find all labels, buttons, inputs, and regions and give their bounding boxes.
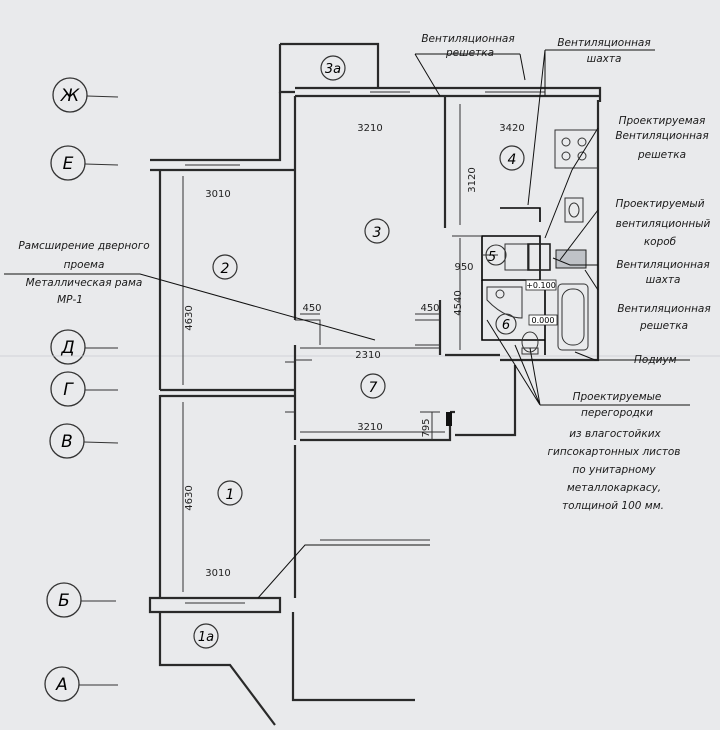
- note-vent-grille-top-line1: Вентиляционная: [421, 33, 514, 45]
- note-vent-shaft-right: Вентиляционная шахта: [616, 259, 709, 286]
- axis-marker-a: А: [44, 666, 118, 702]
- note-proj-box-line2: вентиляционный: [616, 218, 711, 230]
- note-vent-grille-right: Вентиляционная решетка: [617, 303, 710, 332]
- note-vent-grille-right-line2: решетка: [639, 320, 688, 332]
- room-marker-3: 3: [364, 218, 390, 244]
- axis-marker-e: Е: [50, 145, 119, 181]
- axis-label-g: Г: [63, 380, 74, 400]
- note-vent-shaft-top-line2: шахта: [587, 53, 622, 65]
- room-label-2: 2: [221, 261, 230, 277]
- room-marker-4: 4: [499, 145, 525, 171]
- room-label-1a: 1а: [198, 630, 214, 645]
- note-door-line3: Металлическая рама: [26, 277, 143, 289]
- note-door-line4: МР-1: [57, 294, 83, 306]
- note-vent-grille-top-line2: решетка: [445, 47, 494, 59]
- dim-3210-top: 3210: [357, 123, 382, 134]
- room-label-3a: 3а: [325, 62, 341, 77]
- dim-795: 795: [421, 418, 432, 437]
- bathroom-block: +0.100 0.000: [481, 207, 589, 355]
- note-partitions-line3: из влагостойких: [569, 428, 661, 440]
- room-label-3: 3: [373, 225, 382, 241]
- note-proj-box: Проектируемый вентиляционный короб: [615, 198, 710, 248]
- note-partitions-line2: перегородки: [581, 407, 653, 419]
- dim-2310: 2310: [355, 350, 380, 361]
- dim-3010-bottom: 3010: [205, 568, 230, 579]
- note-proj-grille-line3: решетка: [637, 149, 686, 161]
- axis-marker-zh: Ж: [52, 77, 119, 113]
- axis-label-b: Б: [58, 591, 70, 611]
- axis-marker-d: Д: [50, 329, 118, 365]
- note-vent-grille-top: Вентиляционная решетка: [421, 33, 514, 59]
- dim-3010-top: 3010: [205, 189, 230, 200]
- axis-markers: Ж Е Д Г В Б А: [44, 77, 119, 702]
- dim-450-left: 450: [302, 303, 321, 314]
- note-vent-shaft-top: Вентиляционная шахта: [557, 37, 650, 65]
- note-vent-shaft-right-line1: Вентиляционная: [616, 259, 709, 271]
- axis-marker-g: Г: [50, 371, 118, 407]
- note-door-line1: Рамсширение дверного: [18, 240, 149, 252]
- note-partitions-line7: толщиной 100 мм.: [562, 500, 664, 512]
- axis-label-a: А: [55, 675, 68, 695]
- room-label-5: 5: [488, 250, 496, 265]
- dim-950: 950: [454, 262, 473, 273]
- room-marker-1: 1: [217, 480, 243, 506]
- note-partitions: Проектируемые перегородки из влагостойки…: [548, 391, 681, 512]
- note-proj-box-line1: Проектируемый: [615, 198, 704, 210]
- dimension-texts: 3210 3420 3010 3120 950 4630 450 450 454…: [184, 123, 525, 579]
- axis-marker-v: В: [49, 423, 119, 459]
- note-proj-grille-line1: Проектируемая: [619, 115, 706, 127]
- axis-label-e: Е: [63, 154, 74, 174]
- note-vent-shaft-top-line1: Вентиляционная: [557, 37, 650, 49]
- note-vent-grille-right-line1: Вентиляционная: [617, 303, 710, 315]
- room-marker-3a: 3а: [320, 55, 346, 81]
- note-partitions-line4: гипсокартонных листов: [548, 446, 681, 458]
- room-marker-1a: 1а: [193, 623, 219, 649]
- room-marker-5: 5: [485, 244, 507, 266]
- room-label-4: 4: [508, 152, 517, 168]
- axis-label-d: Д: [60, 338, 74, 358]
- dimension-lines: [182, 104, 482, 592]
- note-partitions-line6: металлокаркасу,: [567, 482, 661, 494]
- level-plus-100: +0.100: [526, 281, 556, 290]
- room-label-6: 6: [502, 318, 510, 333]
- axis-marker-b: Б: [46, 582, 116, 618]
- annotations: Вентиляционная решетка Вентиляционная ша…: [18, 33, 710, 512]
- axis-label-zh: Ж: [60, 86, 80, 106]
- walls: [148, 42, 602, 726]
- note-vent-shaft-right-line2: шахта: [646, 274, 681, 286]
- note-door-widening: Рамсширение дверного проема Металлическа…: [18, 240, 149, 306]
- note-proj-grille-line2: Вентиляционная: [615, 130, 708, 142]
- room-marker-2: 2: [212, 254, 238, 280]
- dim-4540: 4540: [453, 290, 464, 315]
- note-proj-box-line3: короб: [644, 236, 677, 248]
- note-podium: Подиум: [634, 354, 677, 366]
- axis-label-v: В: [61, 432, 73, 452]
- leader-lines: [4, 49, 690, 599]
- note-door-line2: проема: [64, 259, 105, 271]
- note-partitions-line1: Проектируемые: [573, 391, 662, 403]
- dim-4630-top: 4630: [184, 305, 195, 330]
- level-zero: 0.000: [532, 316, 555, 325]
- room-marker-7: 7: [360, 373, 386, 399]
- room-markers: 3а 4 3 2 5 6 7 1: [193, 55, 525, 649]
- room-label-7: 7: [369, 380, 378, 396]
- note-partitions-line5: по унитарному: [572, 464, 656, 476]
- dim-3210-mid: 3210: [357, 422, 382, 433]
- note-proj-grille: Проектируемая Вентиляционная решетка: [615, 115, 708, 161]
- dim-4630-bottom: 4630: [184, 485, 195, 510]
- room-marker-6: 6: [495, 313, 517, 335]
- dim-450-right: 450: [420, 303, 439, 314]
- room-label-1: 1: [226, 487, 235, 503]
- dim-3420: 3420: [499, 123, 524, 134]
- dim-3120: 3120: [467, 167, 478, 192]
